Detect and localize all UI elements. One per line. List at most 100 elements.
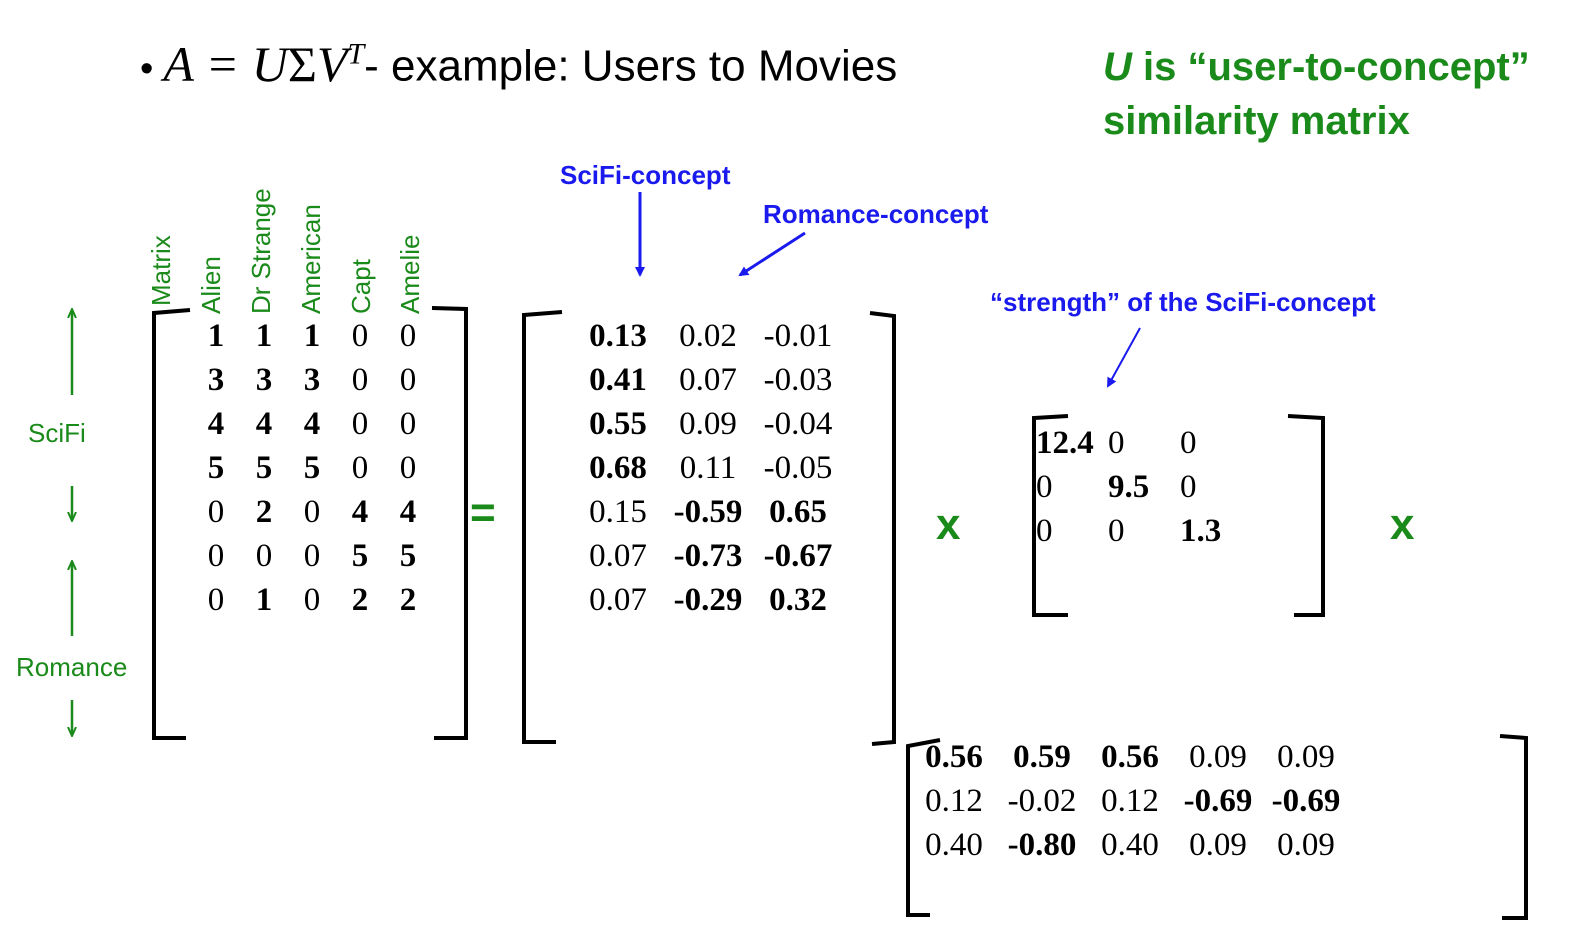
title-suffix: - example: Users to Movies (364, 41, 898, 91)
matrix-cell: 0 (1108, 513, 1125, 549)
matrix-cell: -0.80 (1007, 827, 1077, 863)
matrix-u-left-bracket (522, 310, 563, 744)
matrix-row: 0.07-0.73-0.67 (573, 534, 843, 578)
matrix-row: 0.15 -0.59 0.65 (573, 490, 843, 534)
matrix-cell: 0 (351, 318, 369, 354)
formula-a: A (163, 35, 193, 92)
formula-sigma: Σ (287, 35, 317, 92)
matrix-cell: 0 (399, 362, 417, 398)
matrix-cell: 0.40 (1101, 827, 1159, 863)
matrix-cell: -0.02 (1007, 783, 1077, 819)
matrix-cell: 0 (1108, 425, 1125, 461)
matrix-cell: 0.56 (1101, 739, 1159, 775)
note-line-1-text: is “user-to-concept” (1131, 45, 1530, 89)
matrix-cell: 5 (303, 450, 321, 486)
matrix-cell: 0.09 (679, 406, 737, 442)
matrix-sigma-right-bracket (1287, 414, 1325, 617)
matrix-cell: 0 (1036, 469, 1053, 505)
u-description-note: U is “user-to-concept” similarity matrix (1103, 40, 1530, 148)
matrix-cell: 0.07 (589, 538, 647, 574)
matrix-cell: 9.5 (1108, 469, 1150, 505)
matrix-cell: 0.13 (589, 318, 647, 354)
matrix-cell: -0.67 (763, 538, 833, 574)
matrix-a-right-bracket (431, 306, 468, 740)
matrix-cell: 0.55 (589, 406, 647, 442)
matrix-row: 0.41 0.07 -0.03 (573, 358, 843, 402)
matrix-cell: 3 (303, 362, 321, 398)
matrix-cell: 0 (399, 450, 417, 486)
matrix-cell: 0.65 (769, 494, 827, 530)
matrix-cell: 1 (207, 318, 225, 354)
romance-group-label: Romance (16, 652, 128, 682)
note-line-2: similarity matrix (1103, 99, 1410, 143)
matrix-cell: 4 (351, 494, 369, 530)
matrix-a-left-bracket (152, 308, 191, 740)
matrix-cell: 0.07 (679, 362, 737, 398)
matrix-cell: 0.68 (589, 450, 647, 486)
equals-operator: = (470, 488, 496, 537)
matrix-cell: 1 (303, 318, 321, 354)
matrix-cell: 0.32 (769, 582, 827, 618)
matrix-cell: 0.07 (589, 582, 647, 618)
matrix-cell: 0 (207, 494, 225, 530)
formula-equals: = (192, 35, 252, 92)
matrix-cell: -0.01 (763, 318, 833, 354)
matrix-cell: 2 (351, 582, 369, 618)
formula-transpose: T (347, 37, 365, 70)
matrix-cell: 0.59 (1013, 739, 1071, 775)
matrix-cell: -0.03 (763, 362, 833, 398)
matrix-cell: 0 (351, 406, 369, 442)
matrix-cell: 0 (303, 582, 321, 618)
multiply-operator-1: x (936, 500, 961, 549)
matrix-cell: 0.15 (589, 494, 647, 530)
matrix-cell: 3 (207, 362, 225, 398)
matrix-cell: 0 (207, 582, 225, 618)
matrix-cell: 0 (207, 538, 225, 574)
matrix-cell: 5 (207, 450, 225, 486)
matrix-cell: -0.69 (1271, 783, 1341, 819)
matrix-cell: 4 (207, 406, 225, 442)
matrix-cell: 0.12 (1101, 783, 1159, 819)
matrix-cell: 1 (255, 582, 273, 618)
matrix-cell: 0.09 (1189, 739, 1247, 775)
matrix-cell: 0 (351, 450, 369, 486)
matrix-cell: 0.56 (925, 739, 983, 775)
matrix-cell: 4 (255, 406, 273, 442)
matrix-cell: 0.41 (589, 362, 647, 398)
matrix-cell: -0.69 (1183, 783, 1253, 819)
matrix-cell: 5 (255, 450, 273, 486)
formula-u: U (251, 35, 288, 92)
matrix-cell: 2 (255, 494, 273, 530)
matrix-cell: 0 (351, 362, 369, 398)
matrix-cell: 0 (399, 318, 417, 354)
matrix-cell: 0 (1036, 513, 1053, 549)
matrix-cell: -0.59 (673, 494, 743, 530)
matrix-cell: 0 (1180, 469, 1197, 505)
strength-arrow (1107, 327, 1141, 388)
matrix-cell: 5 (399, 538, 417, 574)
matrix-cell: 0.11 (679, 450, 737, 486)
matrix-cell: 0 (303, 538, 321, 574)
matrix-cell: 2 (399, 582, 417, 618)
matrix-cell: 0.40 (925, 827, 983, 863)
